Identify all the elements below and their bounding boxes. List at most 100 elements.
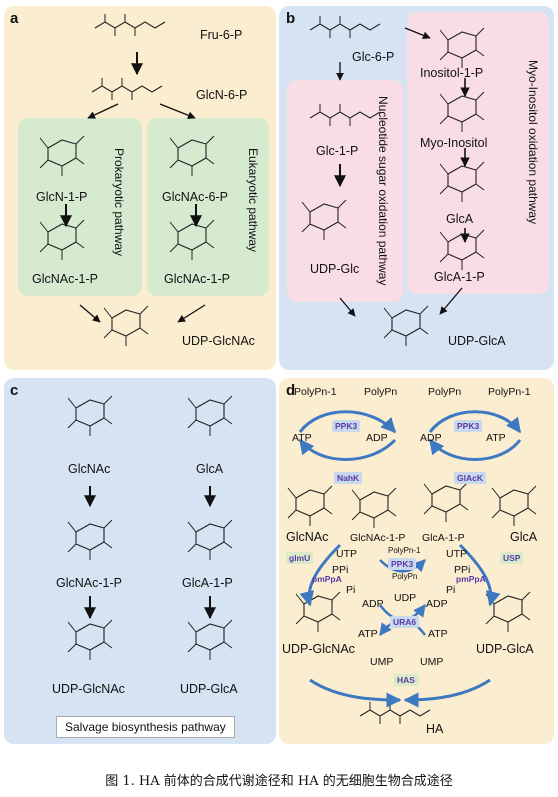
udpglca-c-label: UDP-GlcA xyxy=(180,682,238,696)
nucleotide-title: Nucleotide sugar oxidation pathway xyxy=(376,96,390,286)
udpglca-d-structure xyxy=(485,591,531,633)
glca-b-label: GlcA xyxy=(446,212,474,226)
glcnac6p-label: GlcNAc-6-P xyxy=(162,190,228,204)
udpglcnac-a-label: UDP-GlcNAc xyxy=(182,334,255,348)
glcnac6p-structure xyxy=(169,135,215,177)
glca1p-b-label: GlcA-1-P xyxy=(434,270,485,284)
udpglca-c-structure xyxy=(187,619,233,661)
glcnac1p-left-label: GlcNAc-1-P xyxy=(32,272,98,286)
inositol1p-label: Inositol-1-P xyxy=(420,66,484,80)
glca1p-c-structure xyxy=(187,519,233,561)
udpglca-d-label: UDP-GlcA xyxy=(476,642,534,656)
atp-mid-right: ATP xyxy=(428,628,448,640)
usp-enzyme: USP xyxy=(500,552,524,564)
glca-b-structure xyxy=(439,161,485,203)
glca-c-structure xyxy=(187,395,233,437)
glcn6p-label: GlcN-6-P xyxy=(196,88,248,102)
salvage-pathway-box: Salvage biosynthesis pathway xyxy=(56,716,235,738)
polyp-n1-left: PolyPn-1 xyxy=(294,386,337,398)
glca-d-label: GlcA xyxy=(510,530,538,544)
ppk3-left-enzyme: PPK3 xyxy=(332,420,361,432)
fru6p-label: Fru-6-P xyxy=(200,28,243,42)
polyp-n1-right: PolyPn-1 xyxy=(488,386,531,398)
utp-right: UTP xyxy=(446,548,467,560)
adp-mid-left: ADP xyxy=(362,598,384,610)
atp-left: ATP xyxy=(292,432,312,444)
polyp-n-left: PolyPn xyxy=(364,386,398,398)
panel-c xyxy=(4,378,276,744)
udpglcnac-d-structure xyxy=(295,591,341,633)
udpglcnac-a-structure xyxy=(103,305,149,347)
nahk-enzyme: NahK xyxy=(334,472,363,484)
pmppa-right: pmPpA xyxy=(456,574,486,584)
glack-enzyme: GlAcK xyxy=(454,472,486,484)
glcn1p-label: GlcN-1-P xyxy=(36,190,88,204)
atp-mid-left: ATP xyxy=(358,628,378,640)
glmu-enzyme: glmU xyxy=(286,552,314,564)
udpglcnac-d-label: UDP-GlcNAc xyxy=(282,642,355,656)
glcnac-c-structure xyxy=(67,395,113,437)
glca1p-b-structure xyxy=(439,229,485,271)
glc1p-label: Glc-1-P xyxy=(316,144,359,158)
pi-right: Pi xyxy=(446,584,456,596)
glcnac1p-d-label: GlcNAc-1-P xyxy=(350,532,406,544)
glcnac1p-d-structure xyxy=(351,487,397,529)
udpglcnac-c-label: UDP-GlcNAc xyxy=(52,682,125,696)
figure-caption: 图 1. HA 前体的合成代谢途径和 HA 的无细胞生物合成途径 xyxy=(105,774,453,789)
udpglc-structure xyxy=(301,199,347,241)
atp-right: ATP xyxy=(486,432,506,444)
eukaryotic-subpanel xyxy=(147,118,269,296)
glca-d-structure xyxy=(491,485,537,527)
glca1p-c-label: GlcA-1-P xyxy=(182,576,233,590)
glcnac1p-left-structure xyxy=(39,219,85,261)
ump-left: UMP xyxy=(370,656,394,668)
panel-c-label: c xyxy=(10,382,19,399)
glca1p-d-structure xyxy=(423,481,469,523)
has-enzyme: HAS xyxy=(394,674,418,686)
adp-right: ADP xyxy=(420,432,442,444)
utp-left: UTP xyxy=(336,548,357,560)
glcnac-d-label: GlcNAc xyxy=(286,530,329,544)
pmppa-left: pmPpA xyxy=(312,574,342,584)
udpglca-b-structure xyxy=(383,305,429,347)
glcnac1p-right-structure xyxy=(169,219,215,261)
udpglca-b-label: UDP-GlcA xyxy=(448,334,506,348)
polyp-n-right: PolyPn xyxy=(428,386,462,398)
adp-left: ADP xyxy=(366,432,388,444)
glca-c-label: GlcA xyxy=(196,462,224,476)
glc1p-structure xyxy=(309,103,381,127)
glcn1p-structure xyxy=(39,135,85,177)
panel-a-label: a xyxy=(10,10,19,27)
prokaryotic-subpanel xyxy=(18,118,142,296)
pi-left: Pi xyxy=(346,584,356,596)
glcnac1p-c-label: GlcNAc-1-P xyxy=(56,576,122,590)
ha-label: HA xyxy=(426,722,444,736)
ppi-left: PPi xyxy=(332,564,349,576)
glca1p-d-label: GlcA-1-P xyxy=(422,532,465,544)
myo-inositol-title: Myo-Inositol oxidation pathway xyxy=(526,60,540,225)
ppk3-right-enzyme: PPK3 xyxy=(454,420,483,432)
polyp-n1-mid: PolyPn-1 xyxy=(388,546,421,555)
udpglc-label: UDP-Glc xyxy=(310,262,360,276)
nucleotide-subpanel xyxy=(287,80,403,302)
glcnac-c-label: GlcNAc xyxy=(68,462,111,476)
udpglcnac-c-structure xyxy=(67,619,113,661)
glc6p-structure xyxy=(309,15,381,39)
fru6p-structure xyxy=(94,13,166,37)
panel-d-label: d xyxy=(286,382,296,399)
myoinositol-label: Myo-Inositol xyxy=(420,136,488,150)
ump-right: UMP xyxy=(420,656,444,668)
myo-inositol-subpanel xyxy=(407,12,549,294)
panel-b-label: b xyxy=(286,10,296,27)
ppk3-mid-enzyme: PPK3 xyxy=(388,558,417,570)
ura6-enzyme: URA6 xyxy=(390,616,420,628)
eukaryotic-title: Eukaryotic pathway xyxy=(246,148,260,253)
glc6p-label: Glc-6-P xyxy=(352,50,395,64)
adp-mid-right: ADP xyxy=(426,598,448,610)
myoinositol-structure xyxy=(439,91,485,133)
inositol1p-structure xyxy=(439,27,485,69)
ppi-right: PPi xyxy=(454,564,471,576)
glcnac1p-c-structure xyxy=(67,519,113,561)
glcnac1p-right-label: GlcNAc-1-P xyxy=(164,272,230,286)
